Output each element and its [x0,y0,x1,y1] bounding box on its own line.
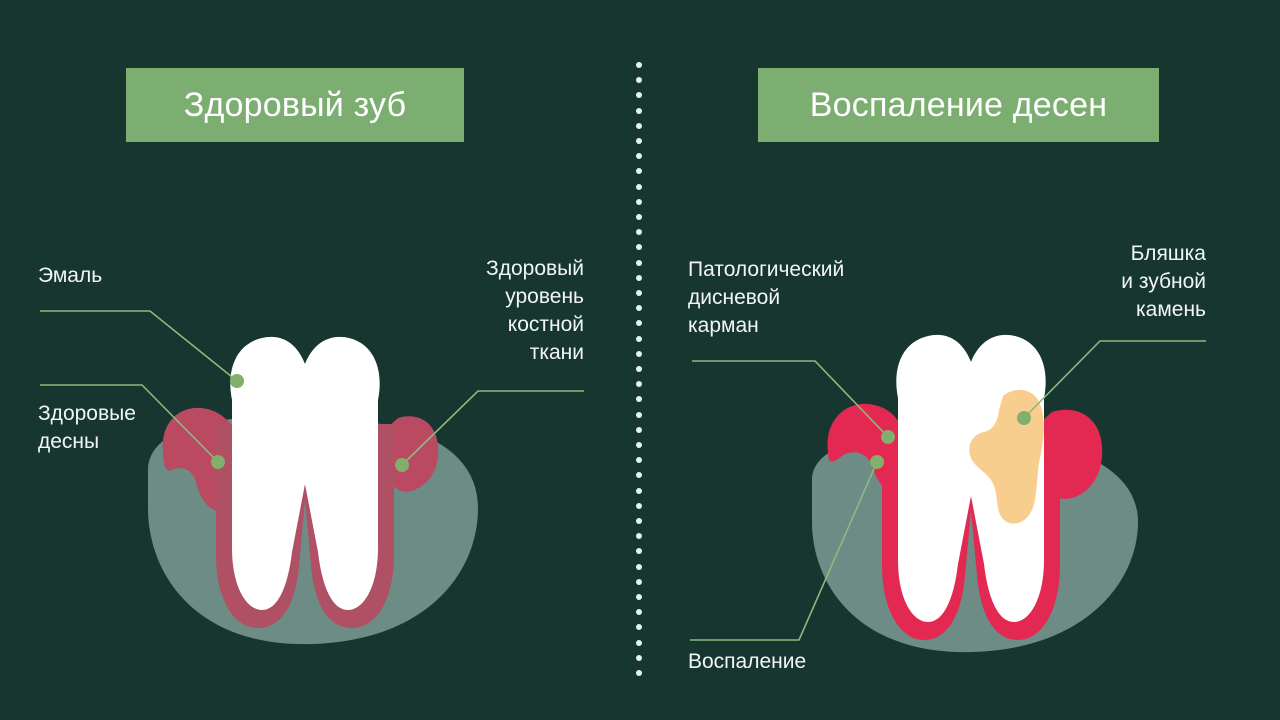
divider-dot [636,624,642,631]
divider-dot [636,548,642,555]
healthy-tooth-crown [230,336,380,610]
callout-label-enamel: Эмаль [38,264,103,287]
leader-healthy-gums [40,384,219,463]
divider-dot [636,62,642,68]
gingivitis-tooth-figure [812,334,1138,653]
divider-dot [636,198,642,205]
divider-dot [636,411,642,418]
divider-dot [636,563,642,570]
divider-dot [636,350,642,357]
divider-dot [636,426,642,433]
panel-title-gingivitis-label: Воспаление десен [809,85,1108,124]
panel-title-healthy-label: Здоровый зуб [183,85,407,124]
leader-pocket [692,360,889,438]
divider-dot [636,518,642,524]
divider-dot [636,533,642,540]
panel-title-gingivitis: Воспаление десен [758,68,1159,142]
divider-dot [636,487,642,494]
divider-dot [636,472,642,479]
bone-level-marker [395,458,409,472]
panel-divider [633,62,645,676]
inflammation-marker [870,455,884,469]
divider-dot [636,639,642,646]
divider-dot [636,290,642,296]
divider-dot [636,259,642,266]
callout-markers [211,374,1031,472]
divider-dot [636,244,642,251]
divider-dot [636,305,642,312]
divider-dot [636,670,642,676]
divider-dot [636,77,642,84]
callout-label-healthy-bone-level: Здоровый уровень костной ткани [486,257,584,364]
divider-dot [636,457,642,464]
leader-inflammation [690,461,878,641]
divider-dot [636,396,642,403]
divider-dot [636,366,642,372]
divider-dot [636,502,642,509]
panel-title-healthy: Здоровый зуб [126,68,464,142]
divider-dot [636,229,642,236]
divider-dot [636,320,642,327]
callout-label-plaque-calculus: Бляшка и зубной камень [1121,242,1206,321]
divider-dot [636,609,642,616]
callout-leaders [40,310,1206,641]
divider-dot [636,168,642,175]
callout-label-healthy-gums: Здоровые десны [38,402,136,453]
leader-bone-level [401,390,584,466]
divider-dot [636,578,642,585]
divider-dot [636,122,642,129]
divider-dot [636,153,642,160]
pocket-marker [881,430,895,444]
divider-dot [636,654,642,661]
divider-dot [636,138,642,144]
divider-dot [636,107,642,114]
divider-dot [636,335,642,342]
divider-dot [636,92,642,99]
callout-label-pathological-pocket: Патологический дисневой карман [688,258,845,337]
divider-dot [636,442,642,448]
plaque-marker [1017,411,1031,425]
leader-plaque [1023,340,1206,419]
callout-label-inflammation: Воспаление [688,650,807,673]
divider-dot [636,214,642,220]
divider-dot [636,274,642,281]
divider-dot [636,381,642,388]
leader-enamel [40,310,238,382]
healthy-tooth-figure [148,336,478,645]
healthy-gum-marker [211,455,225,469]
divider-dot [636,183,642,190]
enamel-marker [230,374,244,388]
divider-dot [636,594,642,600]
